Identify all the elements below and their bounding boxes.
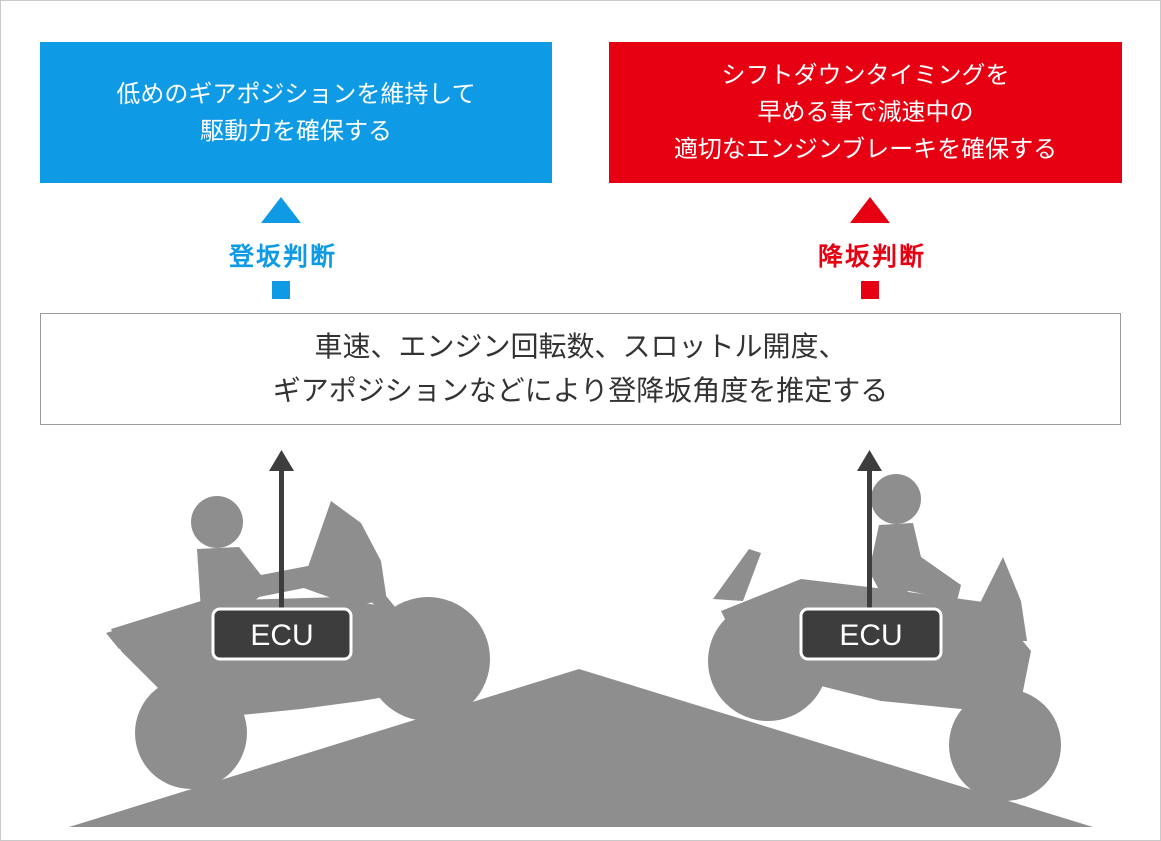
downhill-result-box: シフトダウンタイミングを 早める事で減速中の 適切なエンジンブレーキを確保する — [609, 42, 1122, 183]
hill-shape — [69, 669, 1093, 827]
ecu-left-box: ECU — [211, 607, 353, 661]
downhill-square-icon — [861, 281, 879, 299]
uphill-result-line-1: 低めのギアポジションを維持して — [116, 79, 476, 108]
downhill-result-line-3: 適切なエンジンブレーキを確保する — [673, 135, 1058, 163]
left-signal-arrow — [269, 450, 294, 619]
uphill-result-line-2: 駆動力を確保する — [200, 116, 392, 145]
downhill-motorcycle-icon — [708, 474, 1061, 801]
ecu-left-label: ECU — [250, 619, 313, 652]
right-signal-arrow — [857, 450, 882, 619]
uphill-square-icon — [272, 281, 290, 299]
uphill-judgment-label: 登坂判断 — [228, 242, 337, 271]
info-line-1: 車速、エンジン回転数、スロットル開度、 — [314, 330, 847, 363]
uphill-result-box: 低めのギアポジションを維持して 駆動力を確保する — [40, 42, 552, 183]
ecu-right-box: ECU — [799, 607, 943, 661]
uphill-triangle-icon — [261, 197, 301, 223]
estimation-info-box: 車速、エンジン回転数、スロットル開度、 ギアポジションなどにより登降坂角度を推定… — [40, 313, 1121, 425]
downhill-triangle-icon — [850, 197, 890, 223]
info-line-2: ギアポジションなどにより登降坂角度を推定する — [272, 374, 889, 407]
downhill-result-line-1: シフトダウンタイミングを — [721, 61, 1010, 89]
ecu-right-label: ECU — [839, 619, 902, 652]
downhill-result-line-2: 早める事で減速中の — [757, 98, 974, 126]
downhill-judgment-label: 降坂判断 — [817, 242, 926, 271]
